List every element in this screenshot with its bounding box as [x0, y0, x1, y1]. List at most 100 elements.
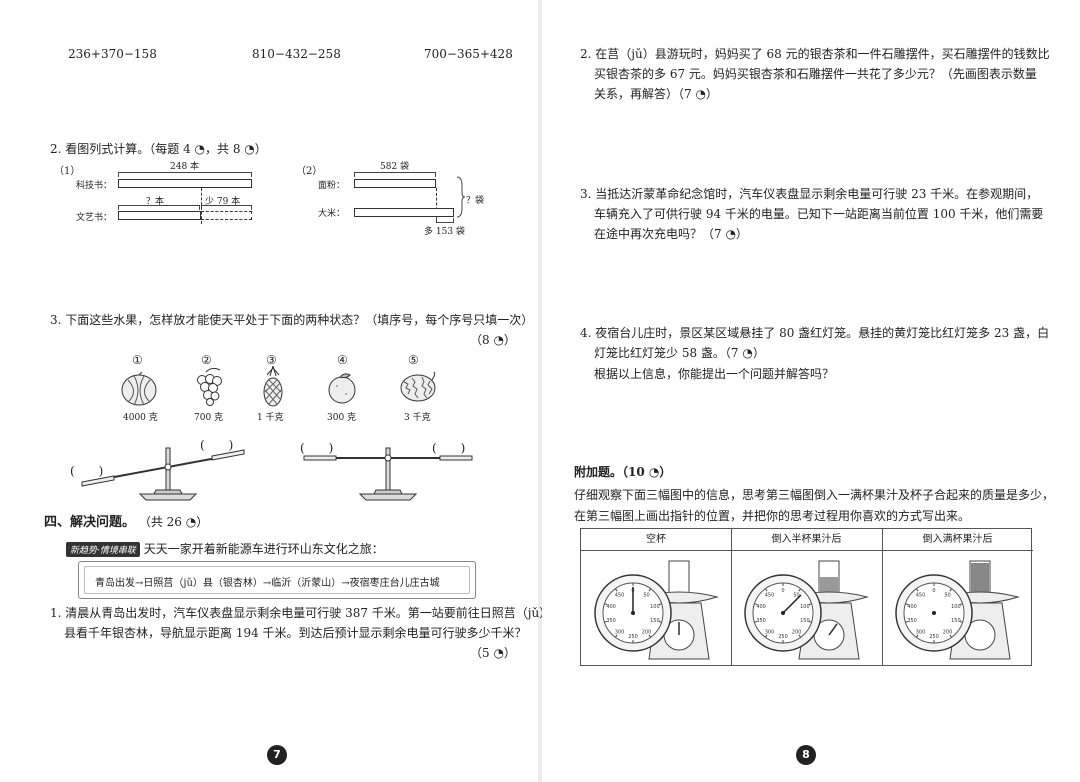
dial-tick-label: 450 [615, 592, 625, 598]
expression-1: 236+370−158 [68, 47, 157, 61]
q1-line1: 1. 清晨从青岛出发时，汽车仪表盘显示剩余电量可行驶 387 千米。第一站要前往… [50, 606, 552, 620]
header-full-cup: 倒入满杯果汁后 [882, 529, 1033, 551]
dial-tick-label: 250 [929, 634, 939, 640]
dial-tick-label: 200 [642, 630, 652, 636]
route-box: 青岛出发→日照莒（jǔ）县（银杏林）→临沂（沂蒙山）→夜宿枣庄台儿庄古城 [78, 561, 476, 599]
sub1-less-brace [201, 205, 252, 210]
dial-tick [604, 603, 608, 606]
dial-tick-label: 200 [943, 630, 953, 636]
header-empty-cup: 空杯 [581, 529, 731, 551]
section4-points: （共 26 ◔） [138, 515, 209, 529]
dial-tick-label: 200 [792, 630, 802, 636]
q2-title: 2. 看图列式计算。（每题 4 ◔，共 8 ◔） [50, 142, 267, 156]
rq2-line1: 2. 在莒（jǔ）县游玩时，妈妈买了 68 元的银杏茶和一件石雕摆件，买石雕摆件… [580, 47, 1050, 61]
sub1-bar-literature [118, 211, 201, 220]
balance2-drawing [303, 447, 473, 501]
sub2-question-label: ？袋 [466, 196, 485, 206]
balance1-drawing [81, 447, 245, 501]
balance2-right-blank[interactable]: ( ) [432, 441, 466, 455]
sub2-bar-flour [354, 179, 436, 188]
trend-tag: 新趋势·情境串联 [66, 542, 140, 557]
fruit-5-weight: 3 千克 [404, 413, 431, 423]
grapes-icon [194, 366, 224, 409]
orange-icon [326, 372, 358, 407]
rq3-line1: 3. 当抵达沂蒙革命纪念馆时，汽车仪表盘显示剩余电量可行驶 23 千米。在参观期… [580, 187, 1039, 201]
dial-tick [658, 603, 662, 606]
sub2-bar-rice [354, 208, 454, 217]
expression-3: 700−365+428 [424, 47, 513, 61]
bonus-title: 附加题。（10 ◔） [574, 465, 672, 479]
rq4-line1: 4. 夜宿台儿庄时，景区某区域悬挂了 80 盏红灯笼。悬挂的黄灯笼比红灯笼多 2… [580, 326, 1050, 340]
dial-tick-label: 250 [778, 634, 788, 640]
rq2-line3: 关系，再解答）（7 ◔） [594, 87, 718, 101]
rq4-line2: 灯笼比红灯笼少 58 盏。（7 ◔） [594, 346, 765, 360]
sub1-total-label: 248 本 [170, 162, 200, 172]
fruit-1-number: ① [132, 353, 143, 367]
dial-tick-label: 250 [628, 634, 638, 640]
bonus-line1: 仔细观察下面三幅图中的信息，思考第三幅图倒入一满杯果汁及杯子合起来的质量是多少， [574, 488, 1055, 502]
dial-tick-label: 450 [765, 592, 775, 598]
dial-tick [949, 634, 953, 638]
balance1-left-blank[interactable]: ( ) [70, 464, 104, 478]
dial-tick [798, 588, 802, 592]
dial-tick [915, 634, 919, 638]
dial-tick [614, 634, 618, 638]
section4-title: 四、解决问题。 [44, 515, 136, 530]
q1-line2: 县看千年银杏林，导航显示距离 194 千米。到达后预计显示剩余电量可行驶多少千米… [64, 626, 527, 640]
dial-tick [604, 620, 608, 623]
dial-tick [614, 588, 618, 592]
fruit-4-weight: 300 克 [327, 413, 357, 423]
balance1-right-blank[interactable]: ( ) [200, 438, 234, 452]
sub1-bar-science [118, 179, 252, 188]
q3-title: 3. 下面这些水果，怎样放才能使天平处于下面的两种状态？（填序号，每个序号只填一… [50, 313, 534, 327]
sub1-question-label: ？本 [146, 197, 165, 207]
dial-tick-label: 100 [951, 604, 961, 610]
dial-tick-label: 350 [907, 618, 917, 624]
rq2-line2: 买银杏茶的多 67 元。妈妈买银杏茶和石雕摆件一共花了多少元？（先画图表示数量 [594, 67, 1037, 81]
sub1-q-brace [118, 205, 200, 210]
rq3-line2: 车辆充入了可供行驶 94 千米的电量。已知下一站距离当前位置 100 千米，他们… [594, 207, 1044, 221]
dial-tick [808, 603, 812, 606]
q3-points: （8 ◔） [470, 333, 516, 347]
sub1-less-label: 少 79 本 [205, 197, 241, 207]
route-text: 青岛出发→日照莒（jǔ）县（银杏林）→临沂（沂蒙山）→夜宿枣庄台儿庄古城 [95, 578, 440, 589]
balance2-left-blank[interactable]: ( ) [300, 441, 334, 455]
sub2-right-brace [456, 176, 466, 218]
dial-tick-label: 400 [907, 604, 917, 610]
expression-2: 810−432−258 [252, 47, 341, 61]
section4-header: 四、解决问题。 （共 26 ◔） [44, 511, 208, 532]
dial-tick-label: 400 [756, 604, 766, 610]
sub2-row1-label: 面粉： [318, 181, 346, 191]
sub2-dashed-guide [436, 188, 437, 220]
durian-icon [398, 370, 438, 407]
fruit-2-weight: 700 克 [194, 413, 224, 423]
dial-tick-label: 0 [631, 588, 634, 594]
fruit-3-number: ③ [266, 353, 277, 367]
header-half-cup: 倒入半杯果汁后 [731, 529, 882, 551]
sub1-bar-missing [201, 211, 252, 220]
sub1-top-brace [118, 172, 252, 177]
dial-tick-label: 150 [800, 618, 810, 624]
fruit-4-number: ④ [337, 353, 348, 367]
rq3-line3: 在途中再次充电吗？（7 ◔） [594, 227, 748, 241]
dial-tick-label: 50 [944, 592, 950, 598]
dial-tick-label: 150 [951, 618, 961, 624]
dial-tick [949, 588, 953, 592]
dial-tick [764, 588, 768, 592]
dial-tick-label: 0 [781, 588, 784, 594]
dial-tick [658, 620, 662, 623]
sub1-num: （1） [54, 166, 81, 177]
dial-tick [648, 634, 652, 638]
dial-tick-label: 50 [643, 592, 649, 598]
dial-tick-label: 150 [650, 618, 660, 624]
fruit-2-number: ② [201, 353, 212, 367]
sub2-total-label: 582 袋 [380, 162, 410, 172]
dial-tick-label: 0 [932, 588, 935, 594]
q1-points: （5 ◔） [470, 646, 516, 660]
dial-tick-label: 300 [916, 630, 926, 636]
fruit-1-weight: 4000 克 [123, 413, 158, 423]
sub1-row2-label: 文艺书： [76, 213, 113, 223]
bonus-line2: 在第三幅图上画出指针的位置，并把你的思考过程用你喜欢的方式写出来。 [574, 509, 971, 523]
dial-tick [915, 588, 919, 592]
